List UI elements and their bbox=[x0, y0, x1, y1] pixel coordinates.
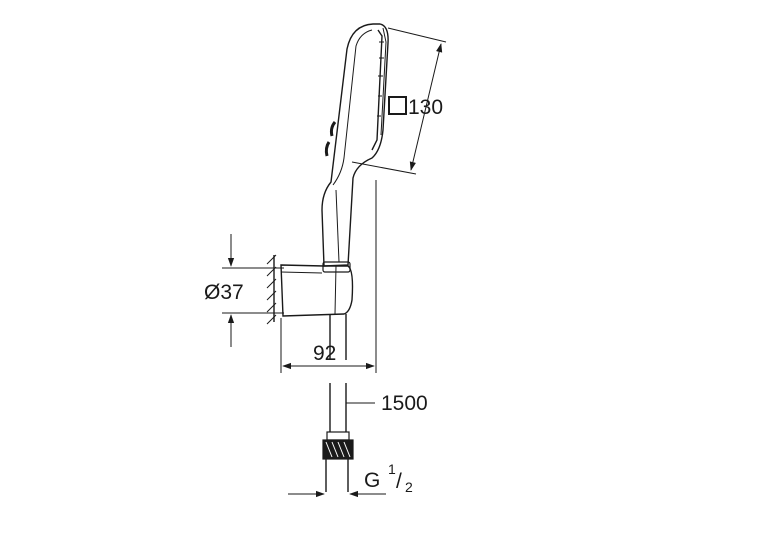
hand-shower bbox=[321, 23, 389, 267]
dimension-hose-length: 1500 bbox=[346, 392, 428, 415]
holder-clip bbox=[322, 261, 351, 273]
hose-length-value: 1500 bbox=[381, 392, 428, 415]
square-symbol bbox=[388, 96, 407, 115]
nut-knurling bbox=[325, 441, 351, 458]
dimension-holder-diameter: Ø37 bbox=[204, 234, 284, 347]
thread-numerator: 1 bbox=[388, 461, 396, 477]
hose-lower bbox=[322, 383, 354, 492]
dimension-projection: 92 bbox=[280, 180, 377, 373]
thread-denominator: 2 bbox=[405, 479, 413, 495]
spray-face bbox=[371, 29, 383, 151]
spray-face-ribs bbox=[377, 41, 384, 117]
mode-button-top bbox=[329, 121, 337, 137]
holder-diameter-value: Ø37 bbox=[204, 281, 244, 304]
dimension-head-size: 130 bbox=[351, 27, 447, 175]
wall-holder bbox=[266, 254, 354, 360]
holder-detail bbox=[280, 265, 337, 315]
projection-value: 92 bbox=[313, 342, 336, 365]
shower-body-outline bbox=[321, 23, 389, 267]
mode-button-bottom bbox=[324, 141, 331, 157]
thread-prefix: G bbox=[364, 469, 380, 492]
head-size-value: 130 bbox=[408, 96, 443, 119]
holder-body bbox=[280, 264, 354, 317]
shower-inner-contour bbox=[332, 29, 373, 186]
handle-inner-line bbox=[335, 189, 340, 263]
thread-slash: / bbox=[396, 470, 402, 493]
spray-face-rim bbox=[380, 27, 387, 136]
hose-collar bbox=[326, 431, 350, 441]
dimension-thread: G 1 / 2 bbox=[288, 461, 413, 498]
